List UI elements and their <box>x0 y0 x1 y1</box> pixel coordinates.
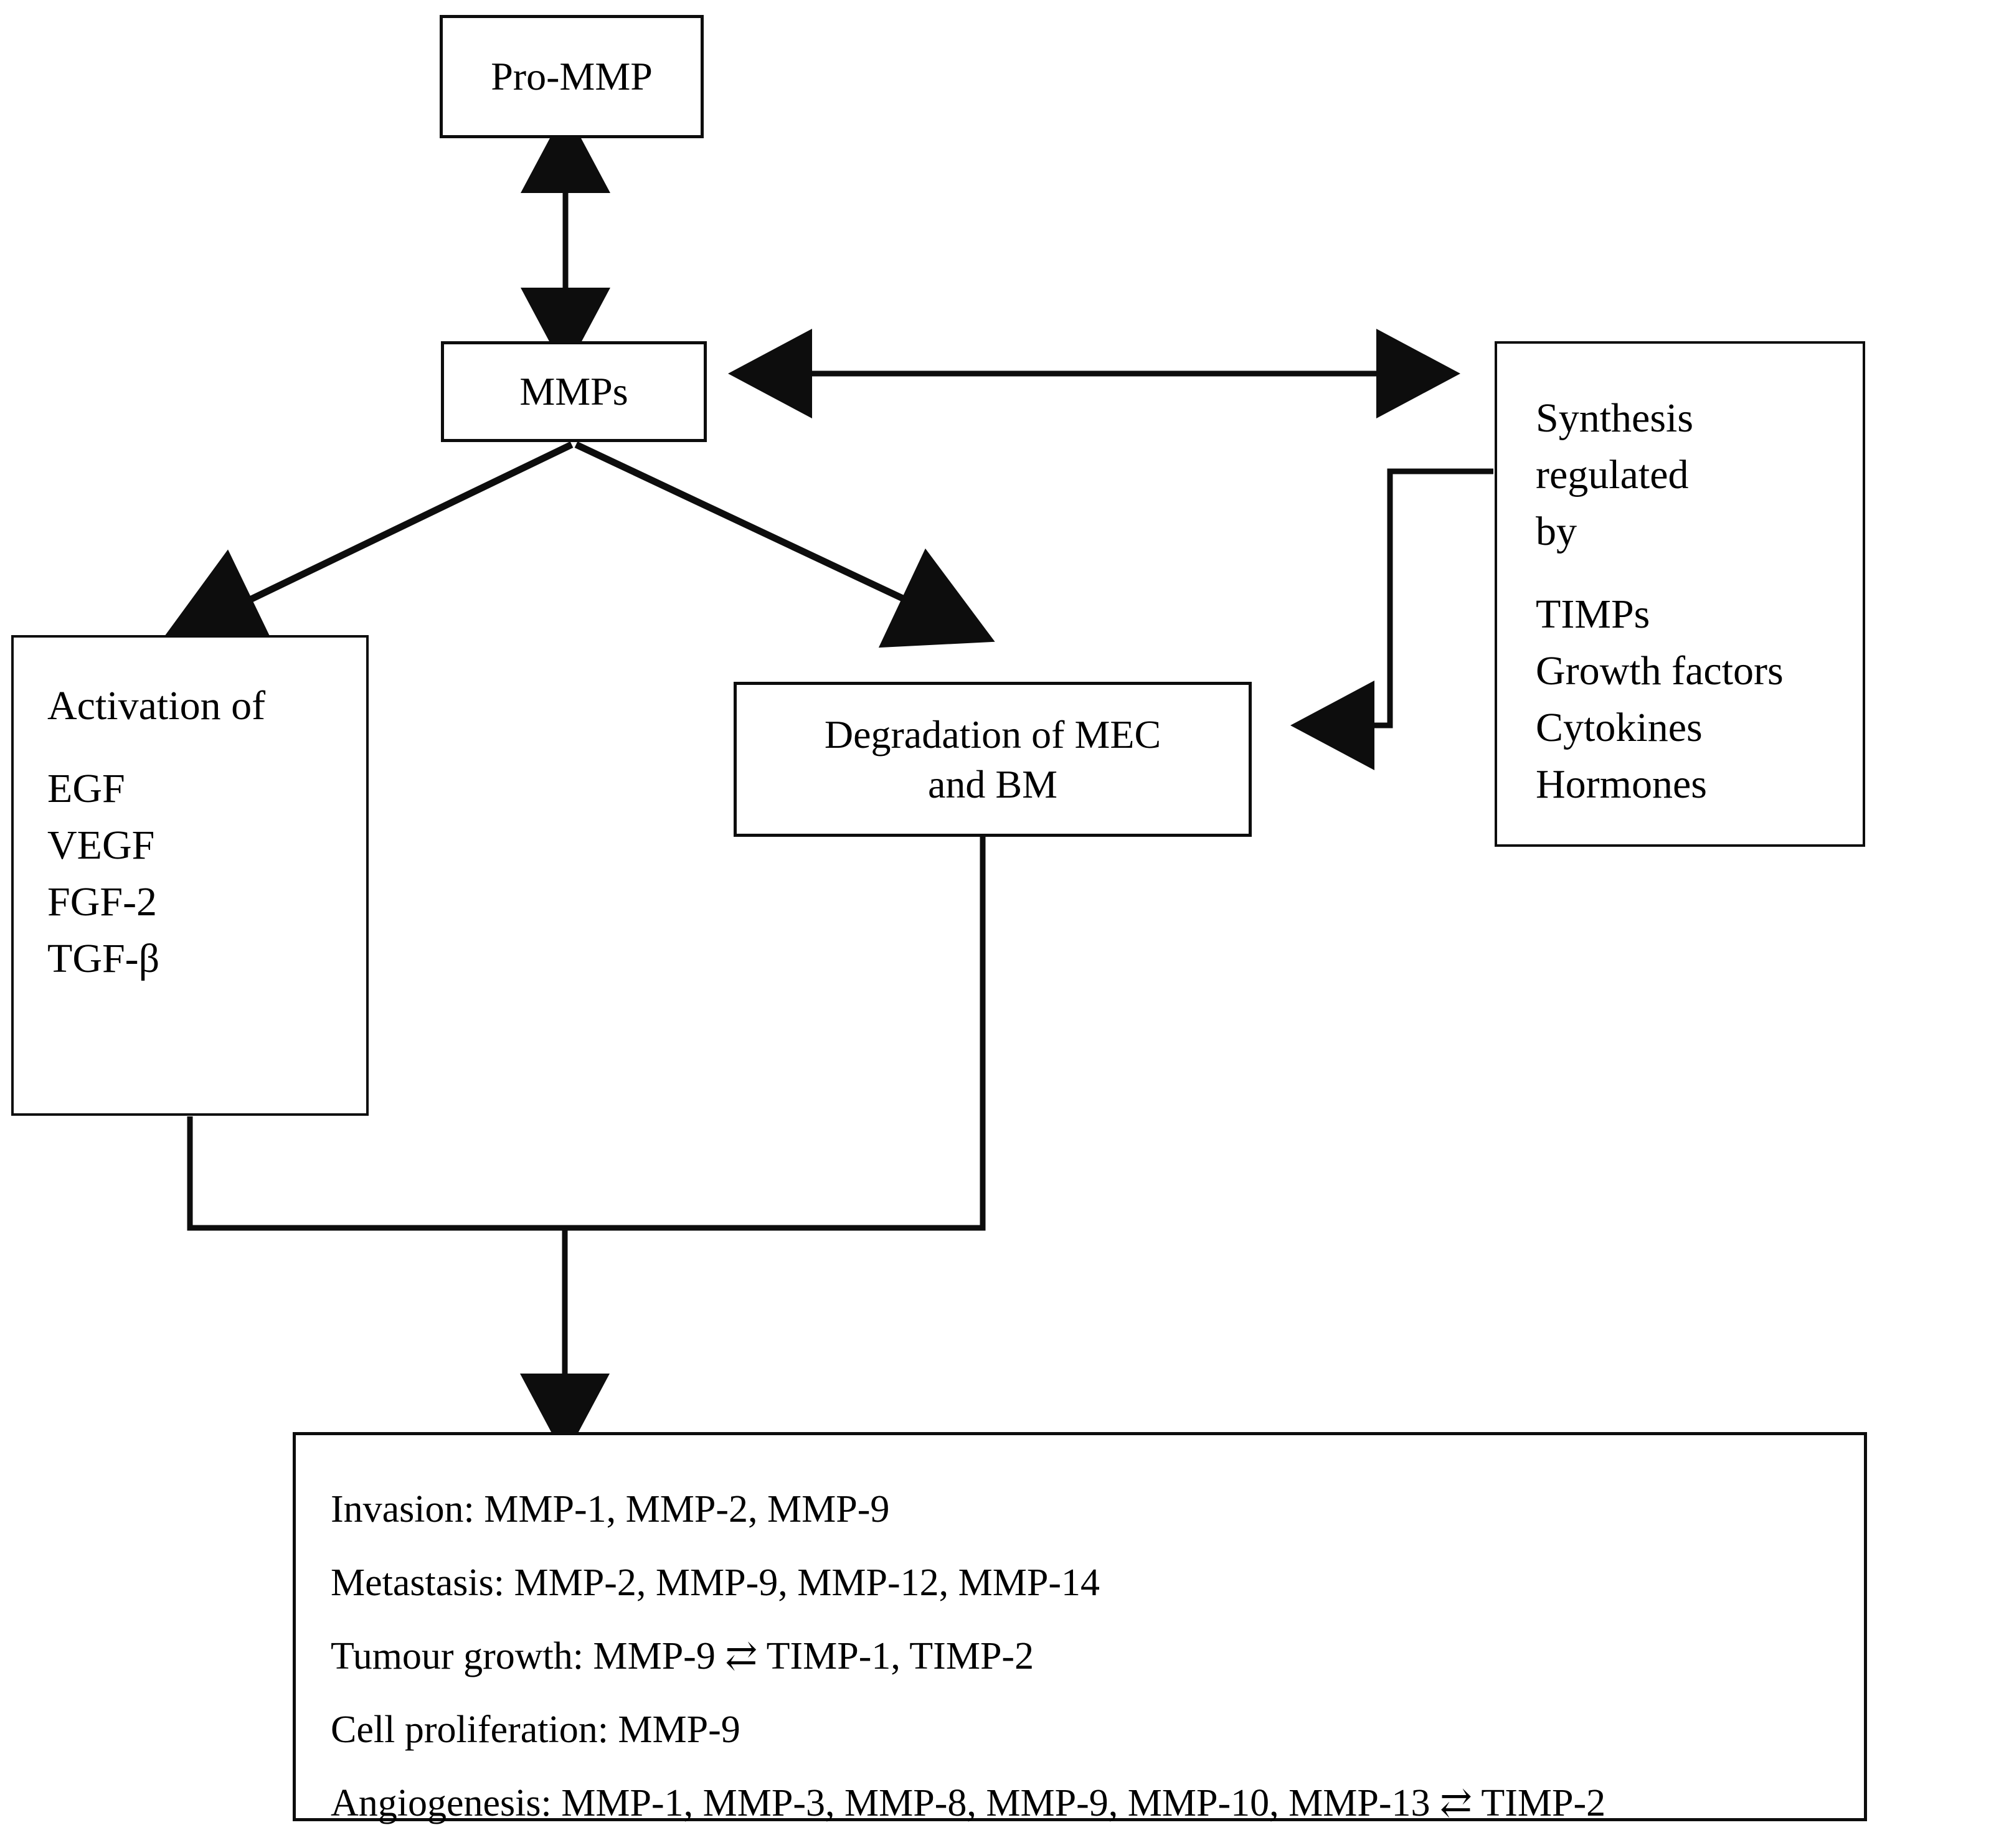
arrow-mmps-to-degradation <box>574 441 995 648</box>
node-outcomes: Invasion: MMP-1, MMP-2, MMP-9 Metastasis… <box>293 1432 1867 1824</box>
arrow-mmps-to-activation <box>159 441 574 649</box>
node-degradation-of-mec-and-bm: Degradation of MEC and BM <box>734 682 1252 837</box>
activation-item-tgfb: TGF-β <box>47 936 160 982</box>
arrow-synthesis-to-degradation <box>1290 468 1493 770</box>
outcome-metastasis: Metastasis: MMP-2, MMP-9, MMP-12, MMP-14 <box>331 1562 1100 1604</box>
degradation-label-line1: Degradation of MEC <box>824 712 1161 757</box>
node-synthesis-regulated-by: Synthesis regulated by TIMPs Growth fact… <box>1495 341 1865 847</box>
synthesis-item-cytokines: Cytokines <box>1536 705 1703 751</box>
node-pro-mmp: Pro-MMP <box>440 15 704 138</box>
activation-heading: Activation of <box>47 683 266 728</box>
synthesis-item-timps: TIMPs <box>1536 592 1650 638</box>
node-mmps-label: MMPs <box>519 369 628 413</box>
activation-item-egf: EGF <box>47 766 125 812</box>
outcome-angiogenesis: Angiogenesis: MMP-1, MMP-3, MMP-8, MMP-9… <box>331 1782 1606 1824</box>
node-activation-of: Activation of EGF VEGF FGF-2 TGF-β <box>11 635 369 1116</box>
degradation-label-line2: and BM <box>928 761 1057 806</box>
synthesis-heading-line2: by <box>1536 509 1577 555</box>
node-pro-mmp-label: Pro-MMP <box>491 54 653 98</box>
synthesis-item-hormones: Hormones <box>1536 761 1707 808</box>
synthesis-heading-line1: Synthesis regulated <box>1536 395 1694 498</box>
synthesis-item-growth-factors: Growth factors <box>1536 648 1784 694</box>
outcome-tumour-growth: Tumour growth: MMP-9 ⇄ TIMP-1, TIMP-2 <box>331 1635 1034 1677</box>
activation-item-vegf: VEGF <box>47 823 155 869</box>
outcome-invasion: Invasion: MMP-1, MMP-2, MMP-9 <box>331 1488 890 1530</box>
node-mmps: MMPs <box>441 341 707 442</box>
activation-item-fgf2: FGF-2 <box>47 879 158 925</box>
outcome-cell-proliferation: Cell proliferation: MMP-9 <box>331 1709 740 1751</box>
